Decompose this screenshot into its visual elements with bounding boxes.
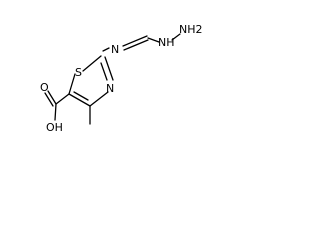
hydroxyl-label: OH	[46, 121, 63, 134]
bond-c2-n3-inner	[100, 62, 108, 81]
bond-carbonyl-2	[44, 92, 54, 107]
bond-nh-nh2	[171, 33, 181, 41]
bond-s-c2	[82, 55, 102, 72]
carbonyl-oxygen-label: O	[40, 81, 49, 94]
bond-n-ch-1	[122, 35, 148, 47]
bond-c-oh	[54, 103, 57, 121]
bond-n3-c4	[89, 91, 109, 107]
bond-c4-c5-inner	[73, 91, 89, 101]
bond-n-ch-2	[123, 39, 149, 51]
ring-nitrogen-label: N	[106, 82, 114, 95]
bond-ch-nh	[147, 37, 160, 43]
imine-nitrogen-label: N	[111, 43, 119, 56]
hydrazine-nh-label: NH	[158, 36, 175, 49]
bond-c5-carboxyl	[55, 93, 70, 105]
bond-carbonyl-1	[47, 90, 57, 105]
bond-c2-n3	[104, 56, 114, 81]
bond-c4-c5	[68, 93, 91, 107]
structure-diagram: S N N NH NH2 O OH	[40, 23, 203, 134]
bond-c2-n-imine	[102, 47, 110, 52]
bond-c5-s	[68, 73, 76, 95]
hydrazine-nh2-label: NH2	[179, 23, 203, 36]
sulfur-label: S	[75, 66, 82, 79]
